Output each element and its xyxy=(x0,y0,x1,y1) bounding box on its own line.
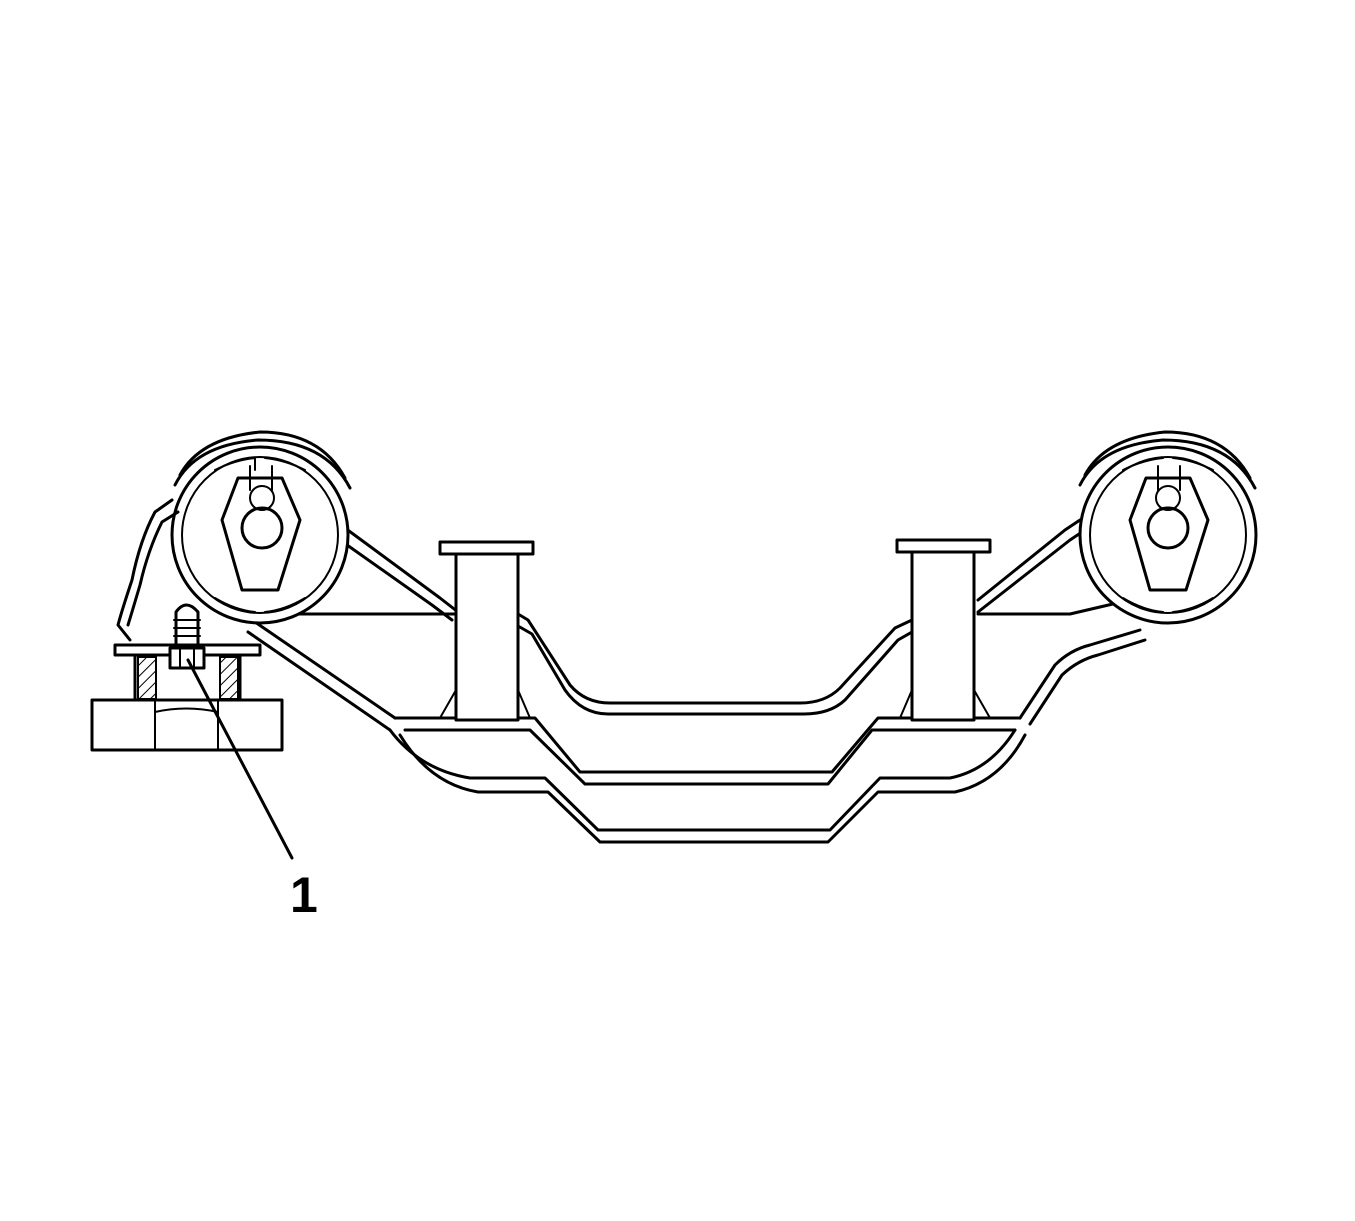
left-mount-bushing xyxy=(170,430,352,625)
crossmember-frame xyxy=(246,518,1147,844)
right-post xyxy=(895,538,992,722)
bolt xyxy=(168,603,206,670)
callout-1: 1 xyxy=(186,658,318,923)
callout-label: 1 xyxy=(290,867,318,923)
left-bracket xyxy=(116,498,180,642)
left-post xyxy=(438,540,535,722)
right-mount-bushing xyxy=(1078,430,1258,625)
